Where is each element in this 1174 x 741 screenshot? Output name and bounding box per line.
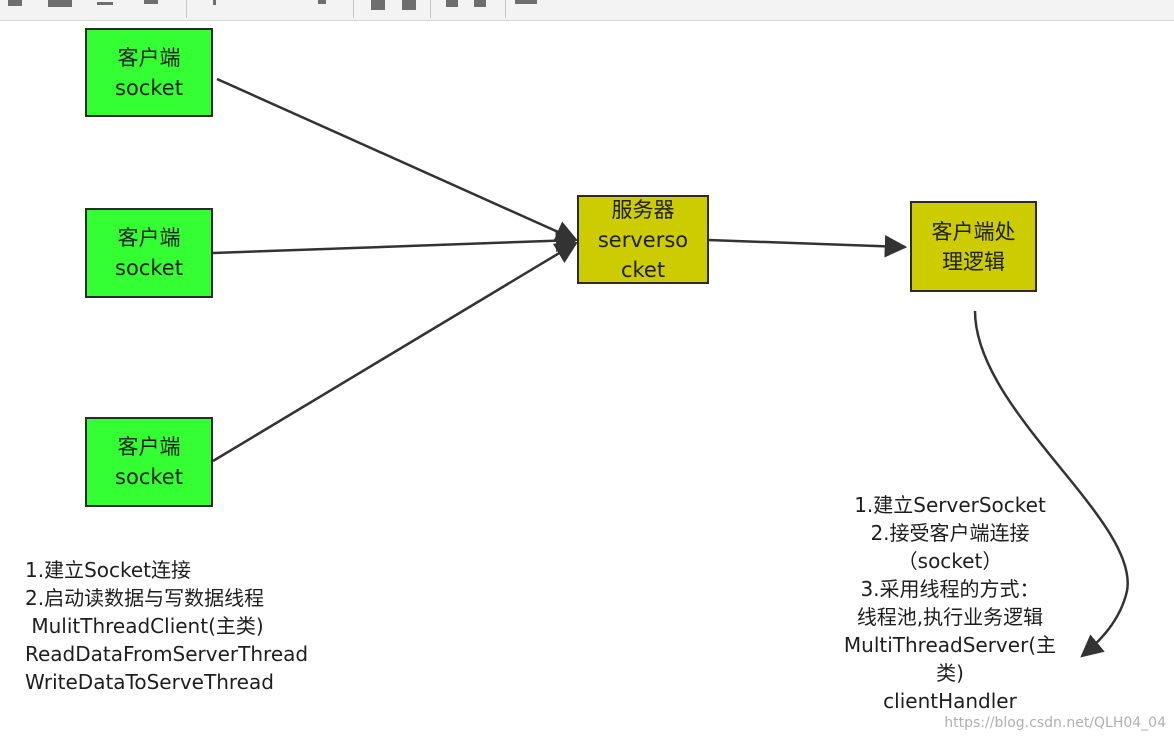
client-node-2[interactable]: 客户端 socket: [85, 208, 213, 298]
note-line: MulitThreadClient(主类): [25, 614, 264, 638]
edge-handler-to-note: [973, 310, 1129, 658]
toolbar-icon-3[interactable]: [97, 2, 113, 5]
toolbar-icon-10[interactable]: [474, 0, 486, 7]
edge-client1-to-server: [216, 77, 579, 242]
node-label: 客户端: [117, 226, 181, 250]
toolbar-icon-9[interactable]: [446, 0, 458, 7]
toolbar-separator: [186, 0, 187, 18]
note-line: clientHandler: [883, 689, 1017, 713]
node-label: socket: [115, 465, 183, 489]
note-line: WriteDataToServeThread: [25, 670, 274, 694]
client-node-3[interactable]: 客户端 socket: [85, 417, 213, 507]
edge-client3-to-server: [212, 241, 578, 463]
toolbar-icon-8[interactable]: [402, 0, 416, 10]
note-line: 2.启动读数据与写数据线程: [25, 586, 265, 610]
note-line: MultiThreadServer(主: [843, 633, 1057, 657]
note-line: 2.接受客户端连接: [870, 521, 1030, 545]
diagram-canvas: 客户端 socket 客户端 socket 客户端 socket 服务器 ser…: [0, 21, 1174, 741]
toolbar-icon-1[interactable]: [8, 0, 22, 6]
node-label: 客户端: [117, 435, 181, 459]
note-line: 类): [936, 661, 964, 685]
toolbar-icon-2[interactable]: [48, 0, 72, 7]
node-label: cket: [620, 257, 666, 282]
node-label: 客户端: [117, 45, 181, 70]
edge-client2-to-server: [212, 229, 579, 255]
server-note: 1.建立ServerSocket 2.接受客户端连接 （socket） 3.采用…: [815, 491, 1085, 715]
node-label: 理逻辑: [942, 249, 1005, 274]
note-line: 3.采用线程的方式：: [860, 577, 1040, 601]
diagram-edges: [212, 77, 1129, 658]
node-label: socket: [115, 75, 183, 100]
node-label: 客户端处: [931, 219, 1016, 244]
toolbar-icon-4[interactable]: [144, 0, 158, 4]
toolbar-icon-7[interactable]: [371, 0, 385, 10]
toolbar-separator: [505, 0, 506, 18]
toolbar-separator: [430, 0, 431, 18]
edge-server-to-handler: [707, 235, 908, 258]
client-handler-node[interactable]: 客户端处 理逻辑: [910, 201, 1037, 292]
toolbar-icon-6[interactable]: [318, 0, 326, 4]
note-line: 1.建立ServerSocket: [854, 493, 1046, 517]
note-line: 线程池,执行业务逻辑: [856, 605, 1044, 629]
client-node-1[interactable]: 客户端 socket: [85, 28, 213, 117]
toolbar-separator: [353, 0, 354, 18]
server-node[interactable]: 服务器 serverso cket: [577, 195, 709, 284]
client-note: 1.建立Socket连接 2.启动读数据与写数据线程 MulitThreadCl…: [25, 556, 308, 696]
node-label: serverso: [597, 227, 689, 252]
note-line: ReadDataFromServerThread: [25, 642, 309, 666]
toolbar: [0, 0, 1174, 21]
node-label: 服务器: [611, 197, 675, 222]
note-line: 1.建立Socket连接: [25, 558, 192, 582]
node-label: socket: [115, 256, 183, 280]
toolbar-icon-5[interactable]: [213, 0, 216, 5]
note-line: （socket）: [897, 549, 1003, 573]
toolbar-icon-11[interactable]: [515, 0, 537, 4]
watermark: https://blog.csdn.net/QLH04_04: [944, 715, 1166, 731]
